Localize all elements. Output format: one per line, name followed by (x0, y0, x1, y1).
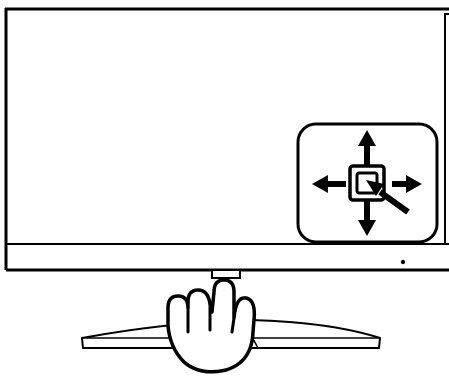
press-pointer-icon (366, 180, 410, 215)
pointing-hand-icon (166, 278, 257, 374)
down-arrow-icon (358, 200, 376, 236)
joystick-panel (296, 122, 439, 244)
right-arrow-icon (392, 175, 422, 193)
up-arrow-icon (358, 130, 376, 168)
center-key-icon (348, 164, 386, 202)
control-key (211, 269, 241, 279)
power-indicator (400, 259, 406, 265)
left-arrow-icon (312, 175, 346, 193)
